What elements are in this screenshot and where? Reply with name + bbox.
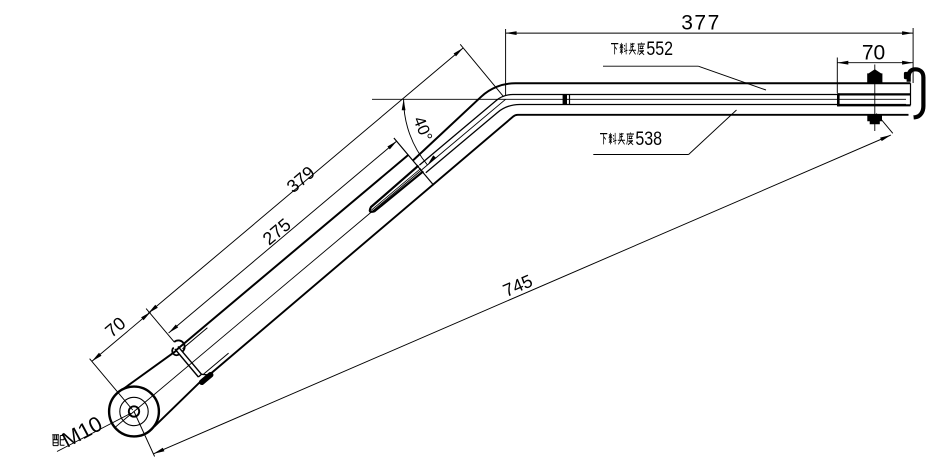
svg-text:40°: 40°: [409, 114, 435, 144]
svg-text:M10: M10: [58, 412, 106, 453]
svg-text:275: 275: [259, 214, 295, 249]
svg-text:70: 70: [101, 313, 129, 341]
svg-text:70: 70: [862, 41, 885, 64]
svg-text:745: 745: [500, 271, 536, 301]
svg-text:379: 379: [283, 162, 319, 197]
svg-text:377: 377: [681, 12, 721, 35]
svg-text:552: 552: [646, 38, 673, 60]
svg-text:538: 538: [635, 128, 662, 150]
